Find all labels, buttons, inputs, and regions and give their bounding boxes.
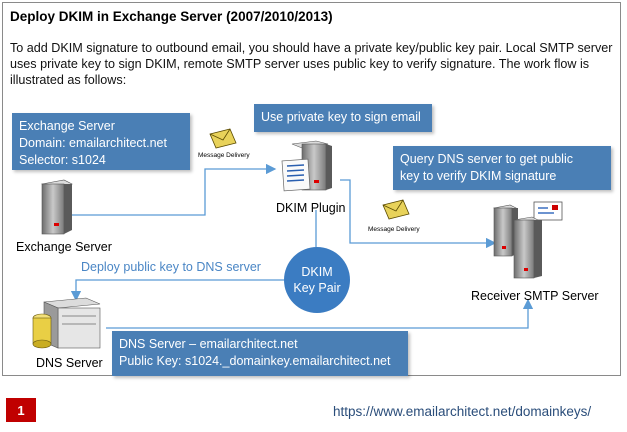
- label-receiver-smtp-server: Receiver SMTP Server: [471, 289, 599, 303]
- line-dns-to-receiver: [106, 298, 534, 329]
- callout-sign-line1: Use private key to sign email: [261, 110, 421, 124]
- slide-title: Deploy DKIM in Exchange Server (2007/201…: [10, 9, 333, 24]
- envelope-icon: [209, 128, 237, 149]
- callout-exchange-server: Exchange Server Domain: emailarchitect.n…: [12, 113, 190, 170]
- arrow-exchange-to-plugin: [70, 163, 277, 216]
- callout-sign-email: Use private key to sign email: [254, 104, 432, 132]
- exchange-server-icon: [41, 179, 73, 235]
- label-message-delivery-2: Message Delivery: [368, 226, 420, 233]
- label-dns-server: DNS Server: [36, 356, 103, 370]
- receiver-server-icon: [493, 201, 563, 279]
- domainkeys-link[interactable]: https://www.emailarchitect.net/domainkey…: [333, 404, 592, 419]
- callout-exchange-line2: Domain: emailarchitect.net: [19, 136, 167, 150]
- arrow-keypair-to-dns: [70, 279, 284, 302]
- callout-query-line1: Query DNS server to get public: [400, 152, 573, 166]
- callout-exchange-line1: Exchange Server: [19, 119, 115, 133]
- arrow-plugin-to-receiver: [340, 179, 497, 249]
- dns-server-icon: [32, 297, 101, 349]
- dkim-plugin-icon: [281, 140, 332, 192]
- label-dkim-plugin: DKIM Plugin: [276, 201, 346, 215]
- label-exchange-server: Exchange Server: [16, 240, 112, 254]
- callout-query-dns: Query DNS server to get public key to ve…: [393, 146, 611, 190]
- label-deploy-public-key: Deploy public key to DNS server: [81, 260, 261, 274]
- keypair-line2: Key Pair: [293, 281, 341, 295]
- slide-number-badge: 1: [6, 398, 36, 422]
- callout-dns-server: DNS Server – emailarchitect.net Public K…: [112, 331, 408, 376]
- keypair-line1: DKIM: [301, 265, 333, 279]
- label-message-delivery-1: Message Delivery: [198, 152, 250, 159]
- envelope-icon: [382, 199, 410, 220]
- callout-exchange-line3: Selector: s1024: [19, 153, 106, 167]
- intro-text: To add DKIM signature to outbound email,…: [10, 41, 613, 87]
- callout-query-line2: key to verify DKIM signature: [400, 169, 557, 183]
- callout-dns-line1: DNS Server – emailarchitect.net: [119, 337, 298, 351]
- dkim-key-pair-node: DKIM Key Pair: [284, 247, 350, 313]
- callout-dns-line2: Public Key: s1024._domainkey.emailarchit…: [119, 354, 391, 368]
